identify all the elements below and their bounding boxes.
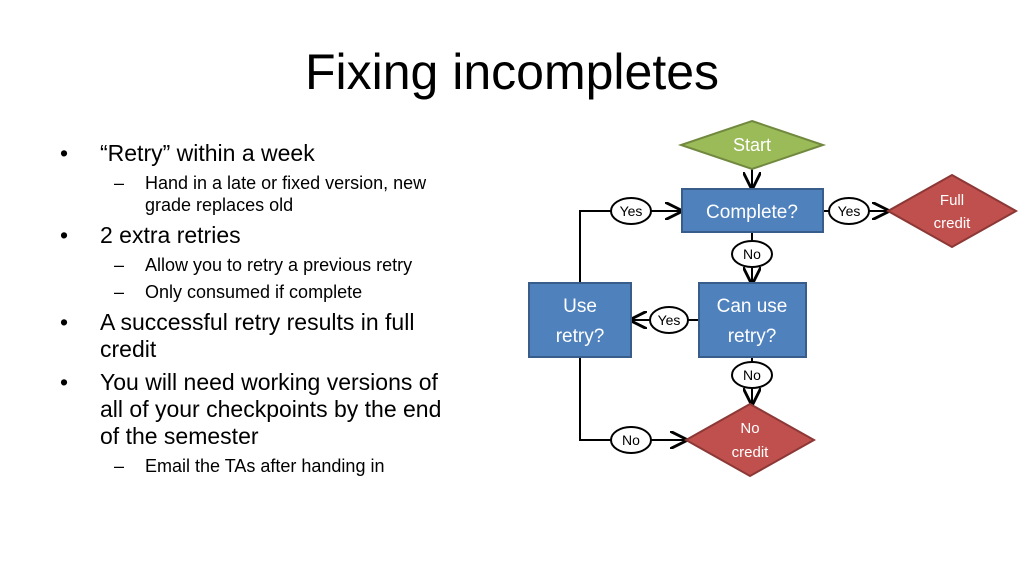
slide-title: Fixing incompletes [304, 44, 720, 100]
start-node: Start [677, 119, 827, 171]
use-retry-node: Use retry? [528, 282, 632, 358]
edge-label-yes-mid: Yes [649, 306, 689, 334]
sub-bullet-line: grade replaces old [145, 195, 294, 215]
complete-label: Complete? [706, 202, 798, 223]
edge-label-yes-right: Yes [828, 197, 870, 225]
edge-label-yes-left: Yes [610, 197, 652, 225]
edge-label-text: Yes [658, 312, 681, 328]
can-use-retry-node: Can use retry? [698, 282, 807, 358]
edge-label-no-mid: No [731, 240, 773, 268]
start-label: Start [733, 135, 771, 155]
bullet-text: “Retry” within a week [100, 140, 315, 166]
no-credit-node: No credit [683, 402, 817, 478]
edge-label-text: No [622, 432, 640, 448]
bullet-text: all of your checkpoints by the end [100, 396, 442, 422]
no-credit-label-1: No [740, 420, 759, 437]
complete-node: Complete? [681, 188, 824, 233]
bullet-text: of the semester [100, 423, 259, 449]
can-use-label-2: retry? [728, 326, 777, 347]
use-retry-label-1: Use [563, 296, 597, 317]
line-useretry-to-no-bottom [579, 357, 611, 441]
full-credit-label-1: Full [940, 192, 964, 209]
full-credit-label-2: credit [934, 215, 972, 232]
bullet-retry-week: “Retry” within a week [56, 140, 506, 167]
edge-label-text: No [743, 367, 761, 383]
sub-bullet-line: Only consumed if complete [145, 282, 363, 302]
edge-label-no-bottom: No [610, 426, 652, 454]
no-credit-label-2: credit [732, 444, 770, 461]
bullet-extra-retries: 2 extra retries [56, 222, 506, 249]
line-useretry-to-yes-left [579, 210, 611, 283]
edge-label-no-low: No [731, 361, 773, 389]
edge-label-text: Yes [838, 203, 861, 219]
sub-bullet-line: Allow you to retry a previous retry [145, 255, 413, 275]
sub-bullet-email-tas: Email the TAs after handing in [56, 455, 506, 477]
sub-bullet-consumed: Only consumed if complete [56, 281, 506, 303]
bullet-text: You will need working versions of [100, 369, 438, 395]
can-use-label-1: Can use [717, 296, 788, 317]
edge-label-text: Yes [620, 203, 643, 219]
sub-bullet-hand-in: Hand in a late or fixed version, newgrad… [56, 172, 506, 216]
bullet-text: 2 extra retries [100, 222, 241, 248]
full-credit-node: Full credit [885, 173, 1019, 249]
sub-bullet-line: Email the TAs after handing in [145, 456, 385, 476]
sub-bullet-retry-previous: Allow you to retry a previous retry [56, 254, 506, 276]
bullet-list: “Retry” within a week Hand in a late or … [56, 134, 506, 477]
bullet-text: A successful retry results in full [100, 309, 415, 335]
bullet-text: credit [100, 336, 157, 362]
use-retry-label-2: retry? [556, 326, 605, 347]
sub-bullet-line: Hand in a late or fixed version, new [145, 173, 427, 193]
edge-label-text: No [743, 246, 761, 262]
